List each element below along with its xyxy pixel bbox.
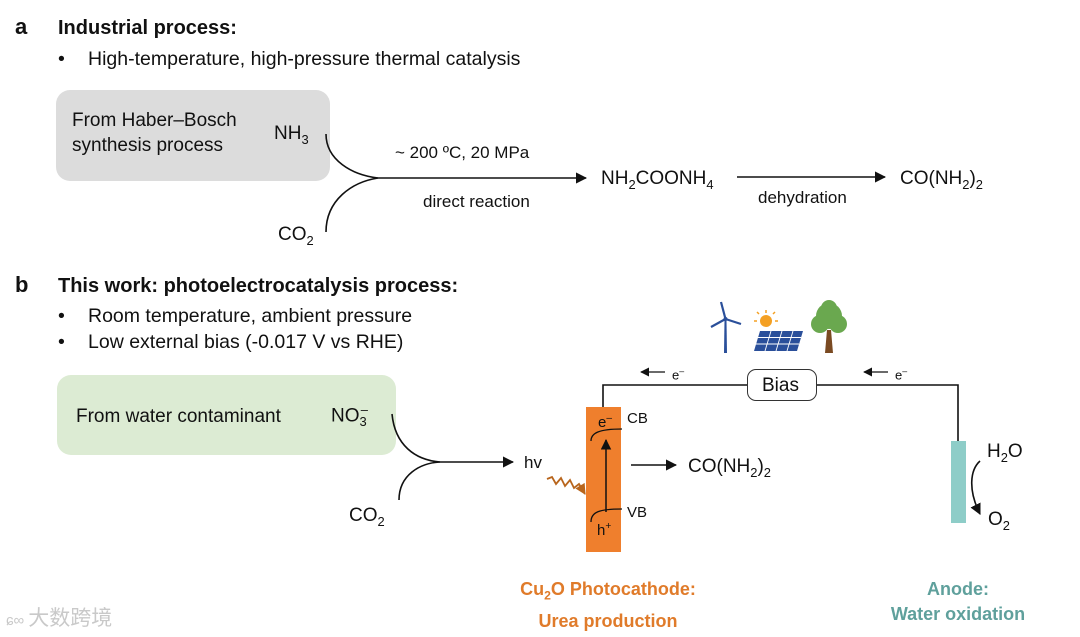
photocathode-electrode bbox=[586, 407, 621, 552]
light-wave-arrow bbox=[546, 475, 586, 495]
panel-b-heading: This work: photoelectrocatalysis process… bbox=[58, 275, 459, 297]
watermark: ɕ∞大数跨境 bbox=[6, 607, 113, 630]
cb-curve bbox=[590, 428, 623, 442]
bias-box bbox=[747, 369, 817, 401]
water-contaminant-label: From water contaminant bbox=[76, 406, 281, 427]
condition-label: ~ 200 ºC, 20 MPa bbox=[395, 143, 530, 162]
panel-a-heading: Industrial process: bbox=[58, 17, 237, 39]
solar-panel-icon bbox=[754, 310, 803, 352]
tree-icon bbox=[811, 300, 847, 353]
water-oxidation-arrow bbox=[970, 460, 981, 516]
electron-flow-left-label: e– bbox=[672, 366, 685, 383]
haber-bosch-line2: synthesis process bbox=[72, 135, 224, 156]
urea-label-b: CO(NH2)2 bbox=[688, 456, 771, 480]
panel-b-bullet-1: •Room temperature, ambient pressure bbox=[58, 305, 413, 327]
urea-label-a: CO(NH2)2 bbox=[900, 168, 983, 192]
panel-a-label: a bbox=[15, 14, 28, 39]
oxygen-label: O2 bbox=[988, 509, 1010, 533]
circuit-wire-right bbox=[817, 384, 959, 441]
watermark-logo-icon: ɕ∞ bbox=[6, 612, 25, 629]
hole-label: h+ bbox=[597, 521, 612, 539]
vb-label: VB bbox=[627, 504, 648, 521]
circuit-wire-left bbox=[602, 384, 747, 407]
wind-turbine-icon bbox=[710, 301, 742, 353]
nh3-curve bbox=[325, 133, 379, 179]
anode-electrode bbox=[951, 441, 966, 523]
direct-reaction-label: direct reaction bbox=[423, 192, 530, 211]
nh3-label: NH3 bbox=[274, 123, 309, 147]
ammonium-carbamate-label: NH2COONH4 bbox=[601, 168, 714, 192]
water-label: H2O bbox=[987, 441, 1023, 465]
cb-label: CB bbox=[627, 410, 648, 427]
co2-label-a: CO2 bbox=[278, 224, 314, 248]
haber-bosch-line1: From Haber–Bosch bbox=[72, 110, 237, 131]
electron-label: e– bbox=[598, 413, 613, 431]
light-hv-label: hv bbox=[524, 453, 542, 472]
co2-label-b: CO2 bbox=[349, 505, 385, 529]
anode-caption: Anode: Water oxidation bbox=[890, 579, 1026, 624]
nitrate-curve bbox=[391, 413, 441, 463]
bias-label: Bias bbox=[762, 375, 799, 396]
photocathode-caption: Cu2O Photocathode: Urea production bbox=[520, 579, 696, 631]
panel-b-label: b bbox=[15, 272, 29, 297]
panel-b-bullet-2: •Low external bias (-0.017 V vs RHE) bbox=[58, 331, 404, 353]
water-contaminant-box bbox=[57, 375, 396, 455]
dehydration-label: dehydration bbox=[758, 188, 847, 207]
haber-bosch-box bbox=[56, 90, 330, 181]
panel-a-bullet: •High-temperature, high-pressure thermal… bbox=[58, 48, 521, 70]
vb-curve bbox=[590, 508, 623, 523]
co2-curve-b bbox=[398, 461, 441, 501]
electron-flow-right-label: e– bbox=[895, 366, 908, 383]
co2-curve-a bbox=[325, 177, 379, 233]
nitrate-label: NO3– bbox=[331, 402, 368, 430]
